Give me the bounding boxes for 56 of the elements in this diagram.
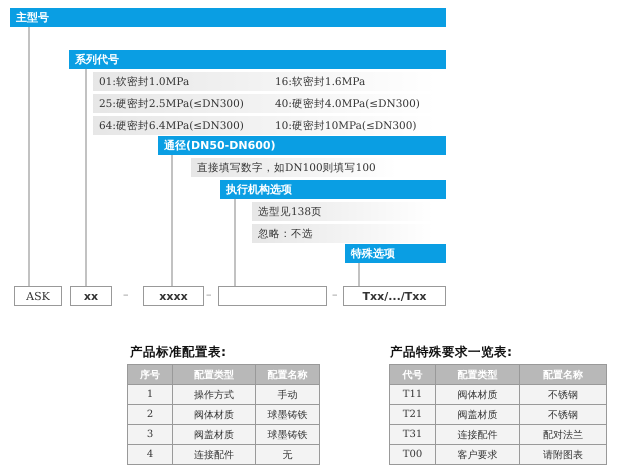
table-cell: T31 — [389, 424, 436, 445]
header-cell: 代号 — [389, 364, 436, 385]
leader-line — [85, 69, 87, 286]
title-bar: 主型号 — [10, 8, 446, 27]
title-bar: 执行机构选项 — [220, 180, 446, 199]
table-cell: 4 — [127, 444, 173, 465]
leader-line — [358, 263, 360, 286]
title-bar: 通径(DN50-DN600) — [158, 136, 446, 155]
code-box: Txx/.../Txx — [343, 286, 446, 306]
leader-line — [171, 155, 173, 286]
table-cell: 球墨铸铁 — [255, 424, 320, 445]
leader-line — [28, 27, 30, 286]
header-cell: 序号 — [127, 364, 173, 385]
title-bar: 系列代号 — [69, 50, 446, 69]
table-title: 产品标准配置表: — [130, 344, 226, 361]
table-cell: 球墨铸铁 — [255, 404, 320, 425]
table-cell: T11 — [389, 384, 436, 405]
header-cell: 配置名称 — [519, 364, 607, 385]
table-cell: 不锈钢 — [519, 384, 607, 405]
table-cell: 客户要求 — [435, 444, 520, 465]
leader-line — [234, 199, 236, 286]
option-text: 01:软密封1.0MPa — [99, 74, 190, 88]
option-text: 25:硬密封2.5MPa(≤DN300) — [99, 96, 244, 110]
table-cell: 手动 — [255, 384, 320, 405]
separator-dash: – — [332, 288, 338, 301]
header-cell: 配置类型 — [172, 364, 256, 385]
table-cell: 无 — [255, 444, 320, 465]
empty-code-box — [218, 286, 327, 306]
separator-dash: – — [206, 288, 212, 301]
table-title: 产品特殊要求一览表: — [390, 344, 512, 361]
option-text: 64:硬密封6.4MPa(≤DN300) — [99, 118, 244, 132]
table-cell: 3 — [127, 424, 173, 445]
header-cell: 配置类型 — [435, 364, 520, 385]
table-cell: 连接配件 — [172, 444, 256, 465]
title-bar: 特殊选项 — [345, 244, 446, 263]
table-cell: 操作方式 — [172, 384, 256, 405]
table-cell: T00 — [389, 444, 436, 465]
header-cell: 配置名称 — [255, 364, 320, 385]
code-box: xxxx — [143, 286, 204, 306]
code-box: xx — [70, 286, 112, 306]
option-text: 10:硬密封10MPa(≤DN300) — [275, 118, 417, 132]
option-text: 40:硬密封4.0MPa(≤DN300) — [275, 96, 420, 110]
table-cell: 1 — [127, 384, 173, 405]
table-cell: 连接配件 — [435, 424, 520, 445]
code-box: ASK — [14, 286, 62, 306]
separator-dash: – — [123, 288, 128, 301]
table-cell: 请附图表 — [519, 444, 607, 465]
table-cell: 阀盖材质 — [435, 404, 520, 425]
table-cell: 配对法兰 — [519, 424, 607, 445]
table-cell: 阀体材质 — [172, 404, 256, 425]
option-text: 16:软密封1.6MPa — [275, 74, 366, 88]
table-cell: T21 — [389, 404, 436, 425]
table-cell: 不锈钢 — [519, 404, 607, 425]
table-cell: 阀盖材质 — [172, 424, 256, 445]
table-cell: 2 — [127, 404, 173, 425]
table-cell: 阀体材质 — [435, 384, 520, 405]
